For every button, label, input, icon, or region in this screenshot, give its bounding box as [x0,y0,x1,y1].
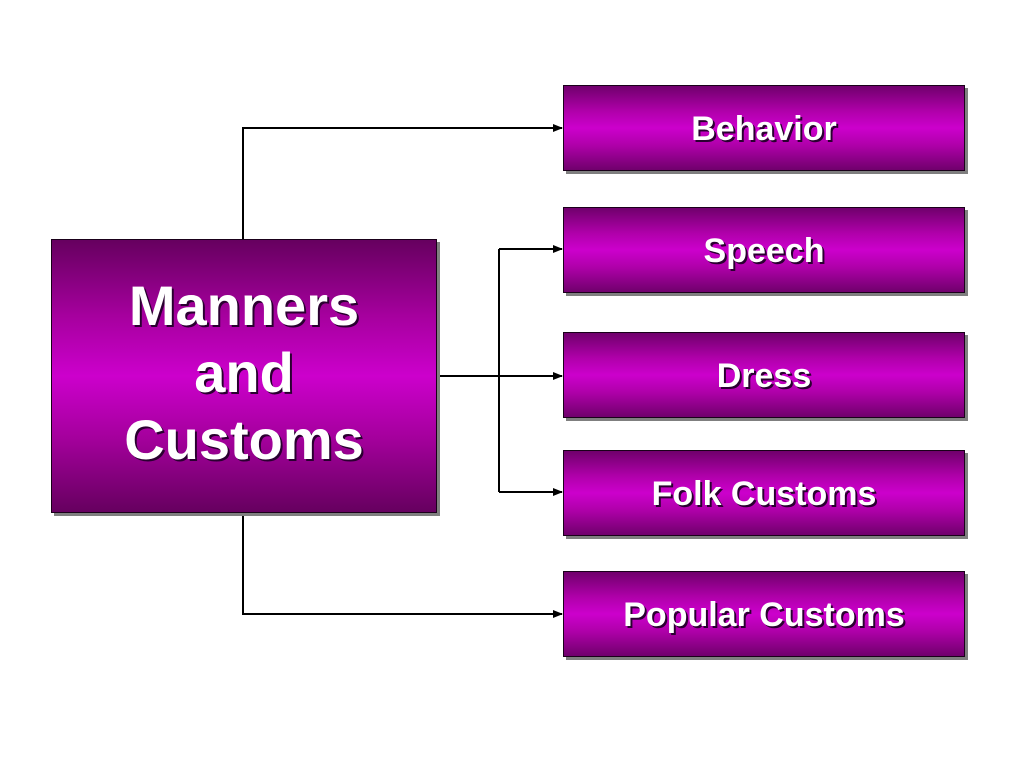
root-node-manners-and-customs: Manners and Customs [51,239,437,513]
branch-node-popular-customs: Popular Customs [563,571,965,657]
branch-label-behavior: Behavior [691,110,837,148]
branch-label-dress: Dress [716,357,812,395]
branch-node-behavior: Behavior [563,85,965,171]
branch-label-popular-customs: Popular Customs [623,596,905,634]
root-label-line-1: Manners [128,273,360,337]
branch-node-folk-customs: Folk Customs [563,450,965,536]
branch-node-speech: Speech [563,207,965,293]
connector-popular-customs [242,513,563,618]
root-label-line-2: and [194,340,294,404]
branch-label-speech: Speech [703,232,825,270]
branch-node-dress: Dress [563,332,965,418]
root-label-line-3: Customs [124,407,364,471]
connector-behavior [242,124,563,239]
branch-label-folk-customs: Folk Customs [651,475,877,513]
